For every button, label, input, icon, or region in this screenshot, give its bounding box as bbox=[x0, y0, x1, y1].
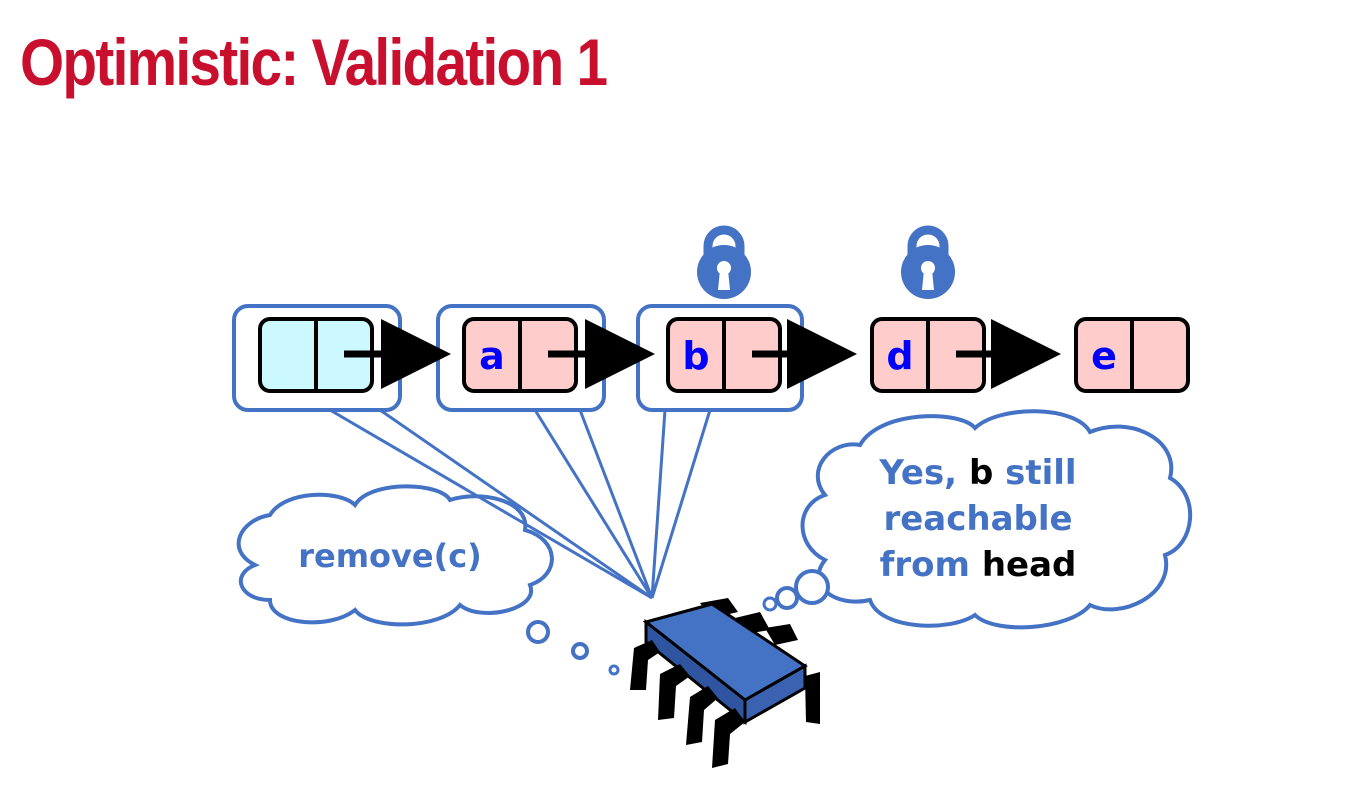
thought-bubble-dot bbox=[794, 569, 830, 605]
thought-bubble-dot bbox=[608, 664, 620, 676]
cloud-line-3: from head bbox=[880, 545, 1077, 585]
cloud-text-from: from bbox=[880, 545, 982, 585]
thought-bubble-dot bbox=[571, 642, 589, 660]
cloud-line-2: reachable bbox=[883, 499, 1072, 539]
right-thought-cloud: Yes, b still reachable from head bbox=[762, 409, 1193, 630]
pointer-line bbox=[379, 408, 653, 600]
pointer-line bbox=[533, 409, 654, 599]
list-node-b: b bbox=[666, 317, 782, 393]
cloud-text-b: b bbox=[969, 453, 993, 493]
cloud-text-yes: Yes, bbox=[878, 453, 969, 493]
padlock-icon bbox=[697, 225, 751, 299]
processor-chip-icon bbox=[630, 598, 820, 768]
left-thought-cloud: remove(c) bbox=[236, 484, 620, 676]
thought-bubble-dot bbox=[762, 596, 778, 612]
node-label-b: b bbox=[682, 334, 709, 378]
padlock-icon bbox=[901, 225, 955, 299]
cloud-line-1: Yes, b still bbox=[878, 453, 1076, 493]
slide-title: Optimistic: Validation 1 bbox=[20, 25, 608, 99]
pointer-line bbox=[650, 409, 712, 599]
cloud-text-still: still bbox=[993, 453, 1076, 493]
thought-bubble-dot bbox=[775, 586, 799, 610]
node-label-a: a bbox=[479, 334, 505, 378]
remove-call-text: remove(c) bbox=[298, 537, 482, 575]
list-node-e: e bbox=[1074, 317, 1190, 393]
cloud-shape bbox=[236, 484, 554, 627]
pointer-line bbox=[578, 409, 654, 599]
node-label-d: d bbox=[886, 334, 913, 378]
pointer-lines bbox=[329, 408, 712, 600]
pointer-line bbox=[329, 408, 653, 600]
cloud-text-head: head bbox=[982, 545, 1077, 585]
list-node-head bbox=[258, 317, 374, 393]
node-label-e: e bbox=[1091, 334, 1117, 378]
thought-bubble-dot bbox=[526, 620, 550, 644]
list-node-d: d bbox=[870, 317, 986, 393]
locks bbox=[697, 225, 955, 299]
pointer-line bbox=[650, 409, 667, 599]
cloud-shape bbox=[800, 409, 1193, 630]
